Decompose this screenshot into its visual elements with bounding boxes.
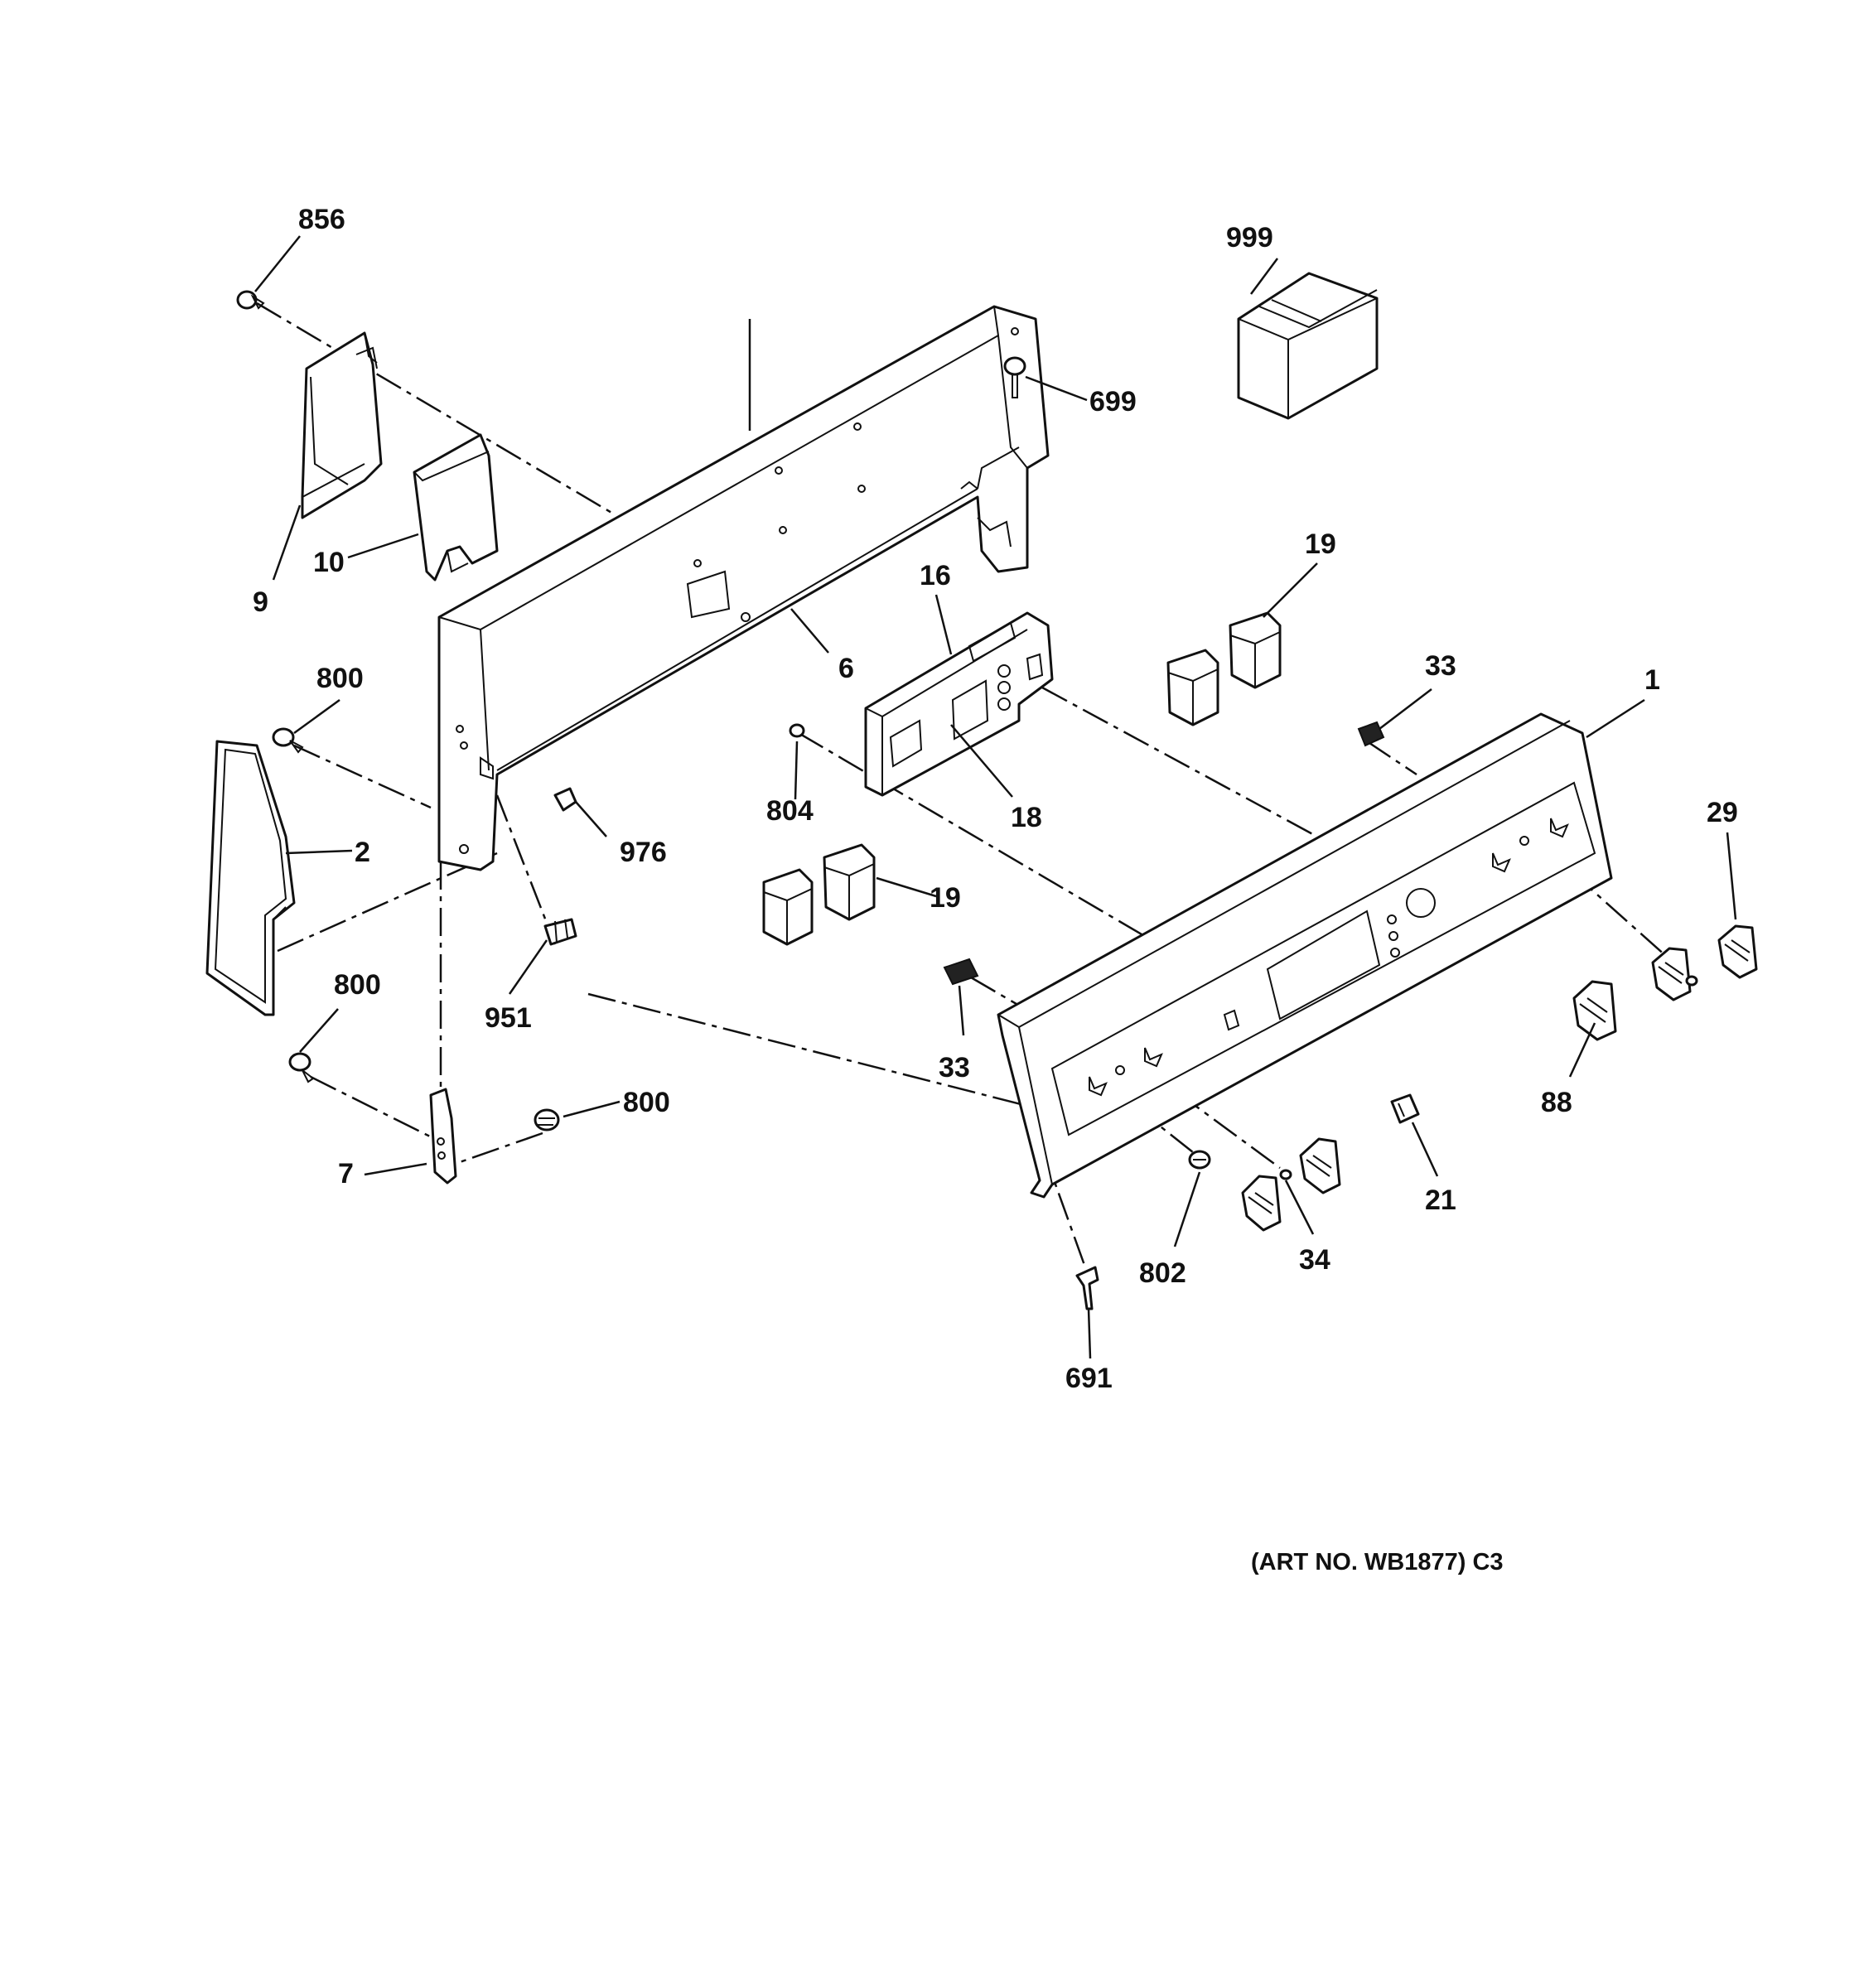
leader-lines <box>254 235 1737 1359</box>
callout-800-upper: 800 <box>316 663 364 694</box>
knob-34-left <box>1241 1175 1282 1232</box>
screw-800-upper <box>272 727 304 754</box>
callout-33-lower: 33 <box>939 1052 970 1083</box>
callout-18: 18 <box>1011 802 1042 833</box>
switch-33-lower <box>943 958 979 986</box>
clip-976 <box>553 787 577 812</box>
callout-951: 951 <box>485 1002 532 1034</box>
screw-856 <box>236 290 265 310</box>
knob-29 <box>1717 924 1758 979</box>
backguard-frame-6 <box>437 305 1050 871</box>
callout-800-lower-left: 800 <box>334 969 381 1001</box>
bracket-10 <box>413 433 499 581</box>
callout-19-upper: 19 <box>1305 528 1336 560</box>
callout-691: 691 <box>1065 1363 1113 1394</box>
callout-1: 1 <box>1644 664 1660 696</box>
callout-802: 802 <box>1139 1257 1186 1289</box>
bracket-7 <box>429 1088 457 1185</box>
screw-691 <box>1075 1266 1099 1310</box>
assembly-lines <box>256 302 1691 1268</box>
knob-88-right <box>1651 947 1692 1001</box>
switch-19-lower <box>762 843 876 946</box>
clip-951 <box>543 918 577 946</box>
washer-34-right <box>1685 975 1698 987</box>
screw-800-lower-right <box>534 1108 560 1132</box>
callout-34: 34 <box>1299 1244 1330 1276</box>
callout-33-upper: 33 <box>1425 650 1456 682</box>
callout-29: 29 <box>1707 797 1738 828</box>
callout-9: 9 <box>253 586 268 618</box>
screw-802 <box>1188 1150 1211 1170</box>
callout-976: 976 <box>620 837 667 868</box>
end-cap-2 <box>205 740 296 1016</box>
callout-88: 88 <box>1541 1087 1572 1118</box>
screw-804 <box>789 723 805 738</box>
control-board-16 <box>864 611 1054 797</box>
callout-6: 6 <box>838 653 854 684</box>
art-number-note: (ART NO. WB1877) C3 <box>1251 1549 1504 1575</box>
knob-88 <box>1572 980 1617 1041</box>
box-999 <box>1237 272 1379 420</box>
bracket-9 <box>301 331 383 519</box>
callout-2: 2 <box>355 837 370 868</box>
callout-19-lower: 19 <box>930 882 961 914</box>
screw-699 <box>1003 356 1026 398</box>
callout-7: 7 <box>338 1158 354 1189</box>
callout-labels: 856 999 699 9 10 19 16 6 800 33 1 2 976 … <box>253 204 1738 1394</box>
callout-999: 999 <box>1226 222 1273 253</box>
callout-856: 856 <box>298 204 345 235</box>
switch-19-upper <box>1166 611 1282 726</box>
callout-10: 10 <box>313 547 345 578</box>
washer-34 <box>1279 1169 1292 1180</box>
knob-34-right <box>1299 1137 1341 1194</box>
callout-699: 699 <box>1089 386 1137 417</box>
screw-800-lower-left <box>288 1052 315 1083</box>
control-panel-1 <box>997 712 1613 1199</box>
callout-804: 804 <box>766 795 814 827</box>
switch-21 <box>1390 1093 1420 1124</box>
switch-33-upper <box>1357 721 1385 747</box>
callout-800-lower-right: 800 <box>623 1087 670 1118</box>
callout-16: 16 <box>920 560 951 591</box>
callout-21: 21 <box>1425 1185 1456 1216</box>
